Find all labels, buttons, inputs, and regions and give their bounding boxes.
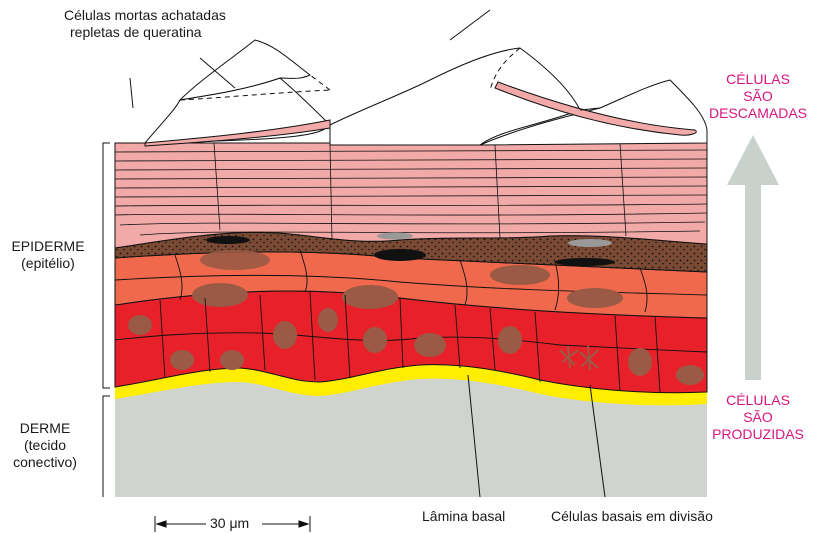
produced-label-line1: CÉLULAS [700, 392, 816, 409]
dermis-label-line2: (tecido [0, 437, 90, 454]
granular-nucleus [206, 236, 250, 244]
shed-label-line1: CÉLULAS [700, 71, 816, 88]
dermis-label-line1: DERME [0, 420, 90, 437]
dermis-bracket [103, 396, 110, 497]
shed-label-line2: SÃO [700, 88, 816, 105]
dead-cells-label-line2: repletas de queratina [64, 24, 226, 41]
dividing-cells-label: Células basais em divisão [551, 508, 713, 525]
produced-label-line3: PRODUZIDAS [700, 426, 816, 443]
dead-cells-top [145, 40, 707, 145]
dead-cells-label-line1: Células mortas achatadas [64, 7, 226, 24]
epidermis-label-line2: (epitélio) [3, 255, 93, 272]
dermis-label: DERME (tecido conectivo) [0, 420, 90, 471]
upward-arrow [727, 135, 779, 380]
dermis-label-line3: conectivo) [0, 454, 90, 471]
granular-nucleus [374, 249, 426, 261]
epidermis-label: EPIDERME (epitélio) [3, 238, 93, 272]
granular-nucleus [568, 239, 612, 247]
scale-bar-label: 30 μm [210, 515, 249, 532]
produced-label-line2: SÃO [700, 409, 816, 426]
produced-label: CÉLULAS SÃO PRODUZIDAS [700, 392, 816, 443]
granular-nucleus [377, 233, 413, 240]
epidermis-bracket [103, 143, 110, 388]
basal-lamina-label: Lâmina basal [422, 508, 505, 525]
granular-nucleus [555, 258, 615, 266]
shed-label: CÉLULAS SÃO DESCAMADAS [700, 71, 816, 122]
shed-label-line3: DESCAMADAS [700, 105, 816, 122]
dead-cells-label: Células mortas achatadas repletas de que… [64, 7, 226, 41]
epidermis-label-line1: EPIDERME [3, 238, 93, 255]
